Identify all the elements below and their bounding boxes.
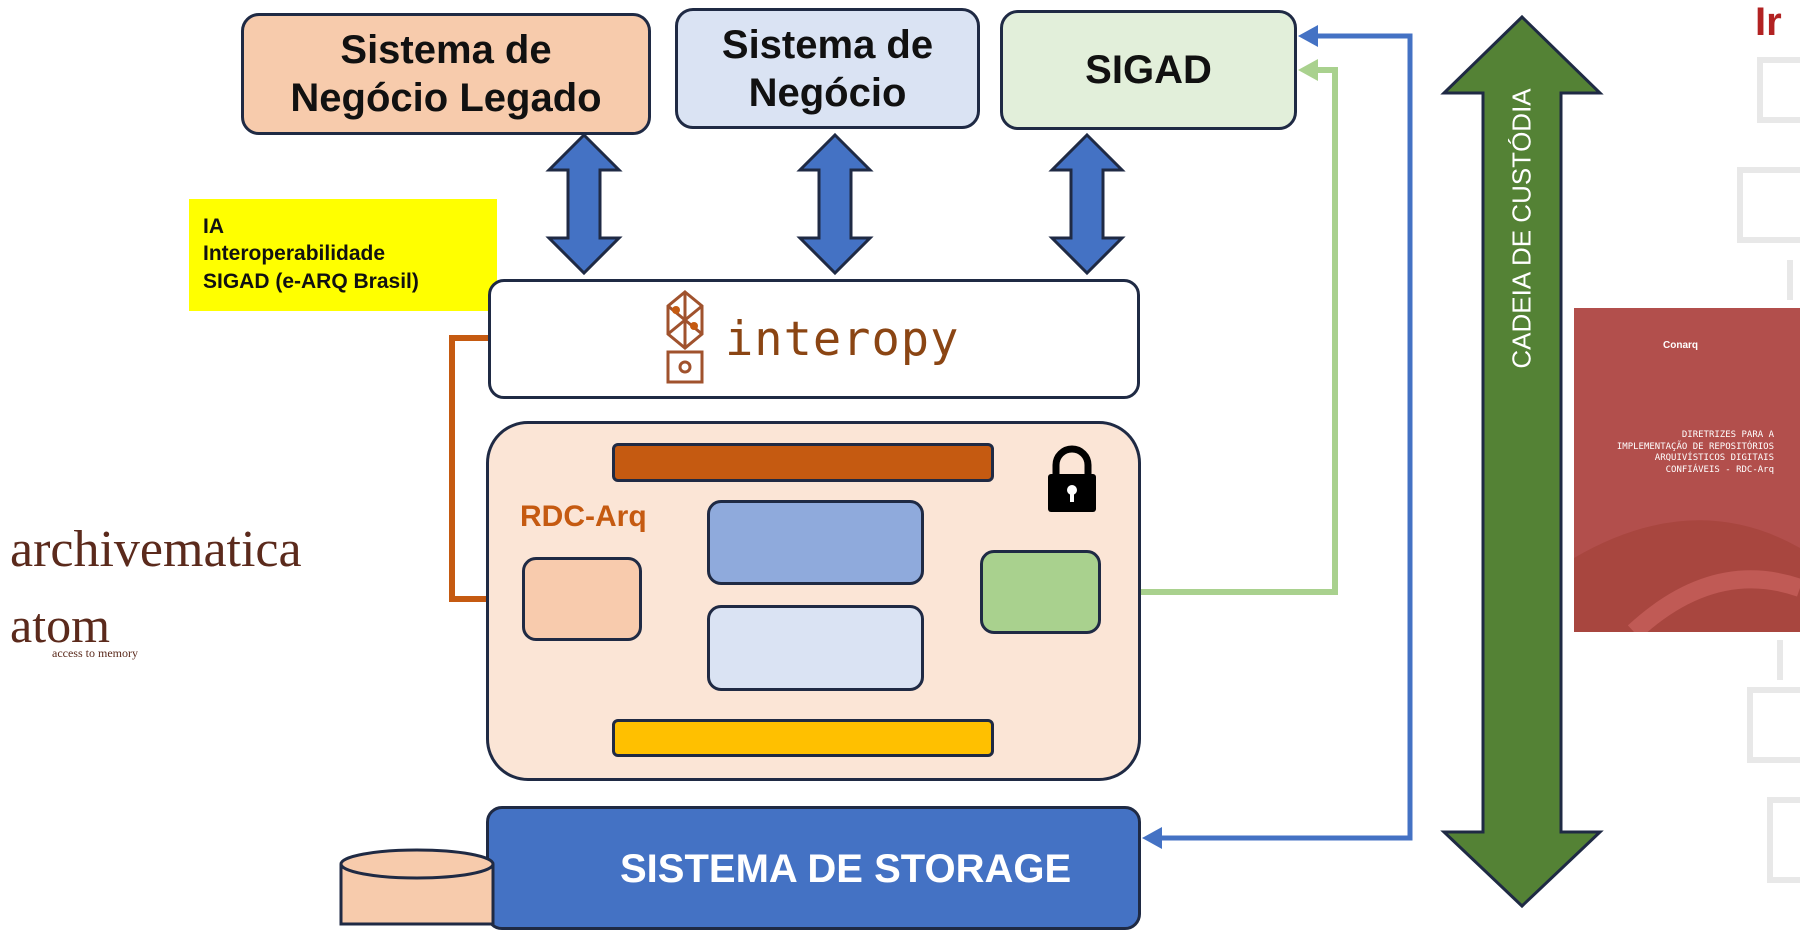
- decorative-pattern: [1737, 57, 1800, 883]
- interopy-logo-icon: [666, 290, 704, 384]
- atom-wordmark: atom: [10, 597, 110, 653]
- top-right-mark: Ir: [1755, 0, 1782, 44]
- archivematica-logo: archivematica: [10, 520, 302, 579]
- green-connector-head: [1298, 59, 1318, 81]
- storage-label: SISTEMA DE STORAGE: [620, 847, 1072, 891]
- custodia-label: CADEIA DE CUSTÓDIA: [1506, 88, 1537, 369]
- cover-title: DIRETRIZES PARA A IMPLEMENTAÇÃO DE REPOS…: [1616, 430, 1774, 476]
- rdc-arq-label: RDC-Arq: [520, 500, 647, 533]
- lock-icon: [1048, 445, 1096, 512]
- rdc-process-box-lower: [707, 605, 924, 691]
- orange-connector: [449, 335, 506, 602]
- ia-note-line1: IA: [203, 215, 224, 238]
- double-arrow-legado: [545, 132, 623, 276]
- box-sistema-negocio-legado: Sistema de Negócio Legado: [241, 13, 651, 135]
- storage-box: [486, 806, 1141, 930]
- rdc-access-box: [980, 550, 1101, 634]
- blue-connector: [1160, 33, 1413, 841]
- rdc-ingest-box: [522, 557, 642, 641]
- archivematica-wordmark: archivematica: [10, 521, 302, 578]
- atom-logo: atom: [10, 600, 110, 650]
- atom-tagline: access to memory: [52, 646, 138, 660]
- blue-connector-head-bottom: [1142, 827, 1162, 849]
- interopy-logo-text: interopy: [725, 312, 959, 367]
- negocio-line2: Negócio: [748, 70, 907, 115]
- interopy-box: [488, 279, 1140, 399]
- rdc-bottom-bar: [612, 719, 994, 757]
- cover-brand: Conarq: [1663, 340, 1698, 351]
- custodia-arrow: [1440, 14, 1604, 909]
- legado-line1: Sistema de: [340, 28, 552, 72]
- legado-line2: Negócio Legado: [290, 76, 602, 120]
- blue-connector-head-top: [1298, 25, 1318, 47]
- rdc-process-box-upper: [707, 500, 924, 585]
- box-sigad: SIGAD: [1000, 10, 1297, 130]
- cover-decoration: [1574, 520, 1800, 632]
- database-icon: [339, 848, 495, 926]
- ia-note: IA Interoperabilidade SIGAD (e-ARQ Brasi…: [189, 199, 497, 311]
- double-arrow-negocio: [796, 132, 874, 276]
- green-connector: [1101, 67, 1338, 595]
- box-sistema-negocio: Sistema de Negócio: [675, 8, 980, 129]
- interopy-wordmark: interopy: [725, 312, 960, 367]
- sigad-label: SIGAD: [1085, 48, 1212, 92]
- ia-note-line2: Interoperabilidade: [203, 242, 386, 266]
- rdc-top-bar: [612, 443, 994, 482]
- double-arrow-sigad: [1048, 132, 1126, 276]
- rdc-arq-document-cover: [1574, 308, 1800, 632]
- ia-note-line3: SIGAD (e-ARQ Brasil): [203, 269, 419, 293]
- negocio-line1: Sistema de: [721, 22, 934, 67]
